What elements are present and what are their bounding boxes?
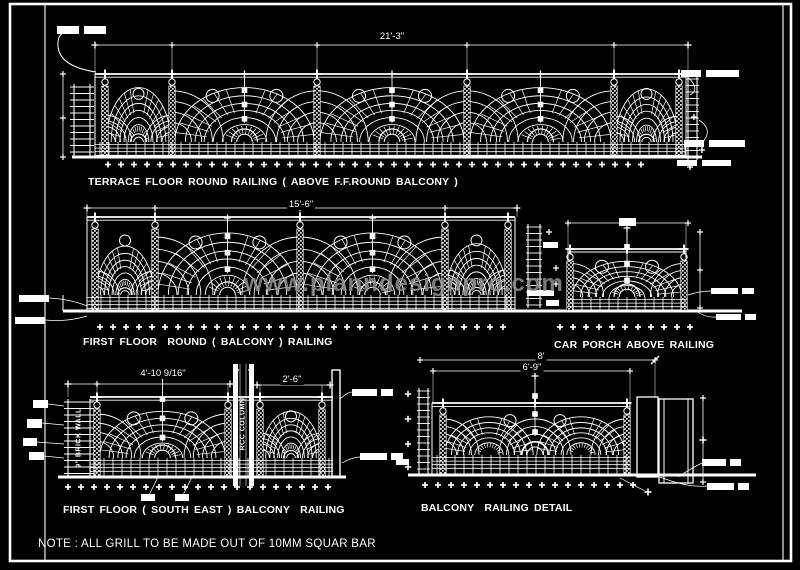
balcony-detail-title: BALCONY RAILING DETAIL	[421, 502, 573, 514]
sheet-note: NOTE : ALL GRILL TO BE MADE OUT OF 10MM …	[38, 538, 376, 550]
balcony-detail-dim-overall: 8'	[535, 351, 547, 362]
balcony-detail-dim-inner: 6'-9"	[520, 362, 544, 373]
terrace-title: TERRACE FLOOR ROUND RAILING ( ABOVE F.F.…	[88, 176, 458, 188]
terrace-dimension: 21'-3"	[377, 31, 407, 42]
se-balcony-dim-right: 2'-6"	[280, 374, 304, 385]
se-balcony-dim-left: 4'-10 9/16"	[138, 368, 188, 379]
rcc-column-label: RCC COLUMN	[239, 397, 247, 451]
watermark: www.planndesignpro.com	[244, 270, 564, 297]
first-floor-dimension: 15'-6"	[286, 199, 316, 210]
brick-wall-label: 9" BRICK WALL	[75, 408, 83, 468]
first-floor-title: FIRST FLOOR ROUND ( BALCONY ) RAILING	[83, 336, 333, 348]
se-balcony-title: FIRST FLOOR ( SOUTH EAST ) BALCONY RAILI…	[63, 504, 345, 516]
car-porch-title: CAR PORCH ABOVE RAILING	[554, 339, 715, 351]
